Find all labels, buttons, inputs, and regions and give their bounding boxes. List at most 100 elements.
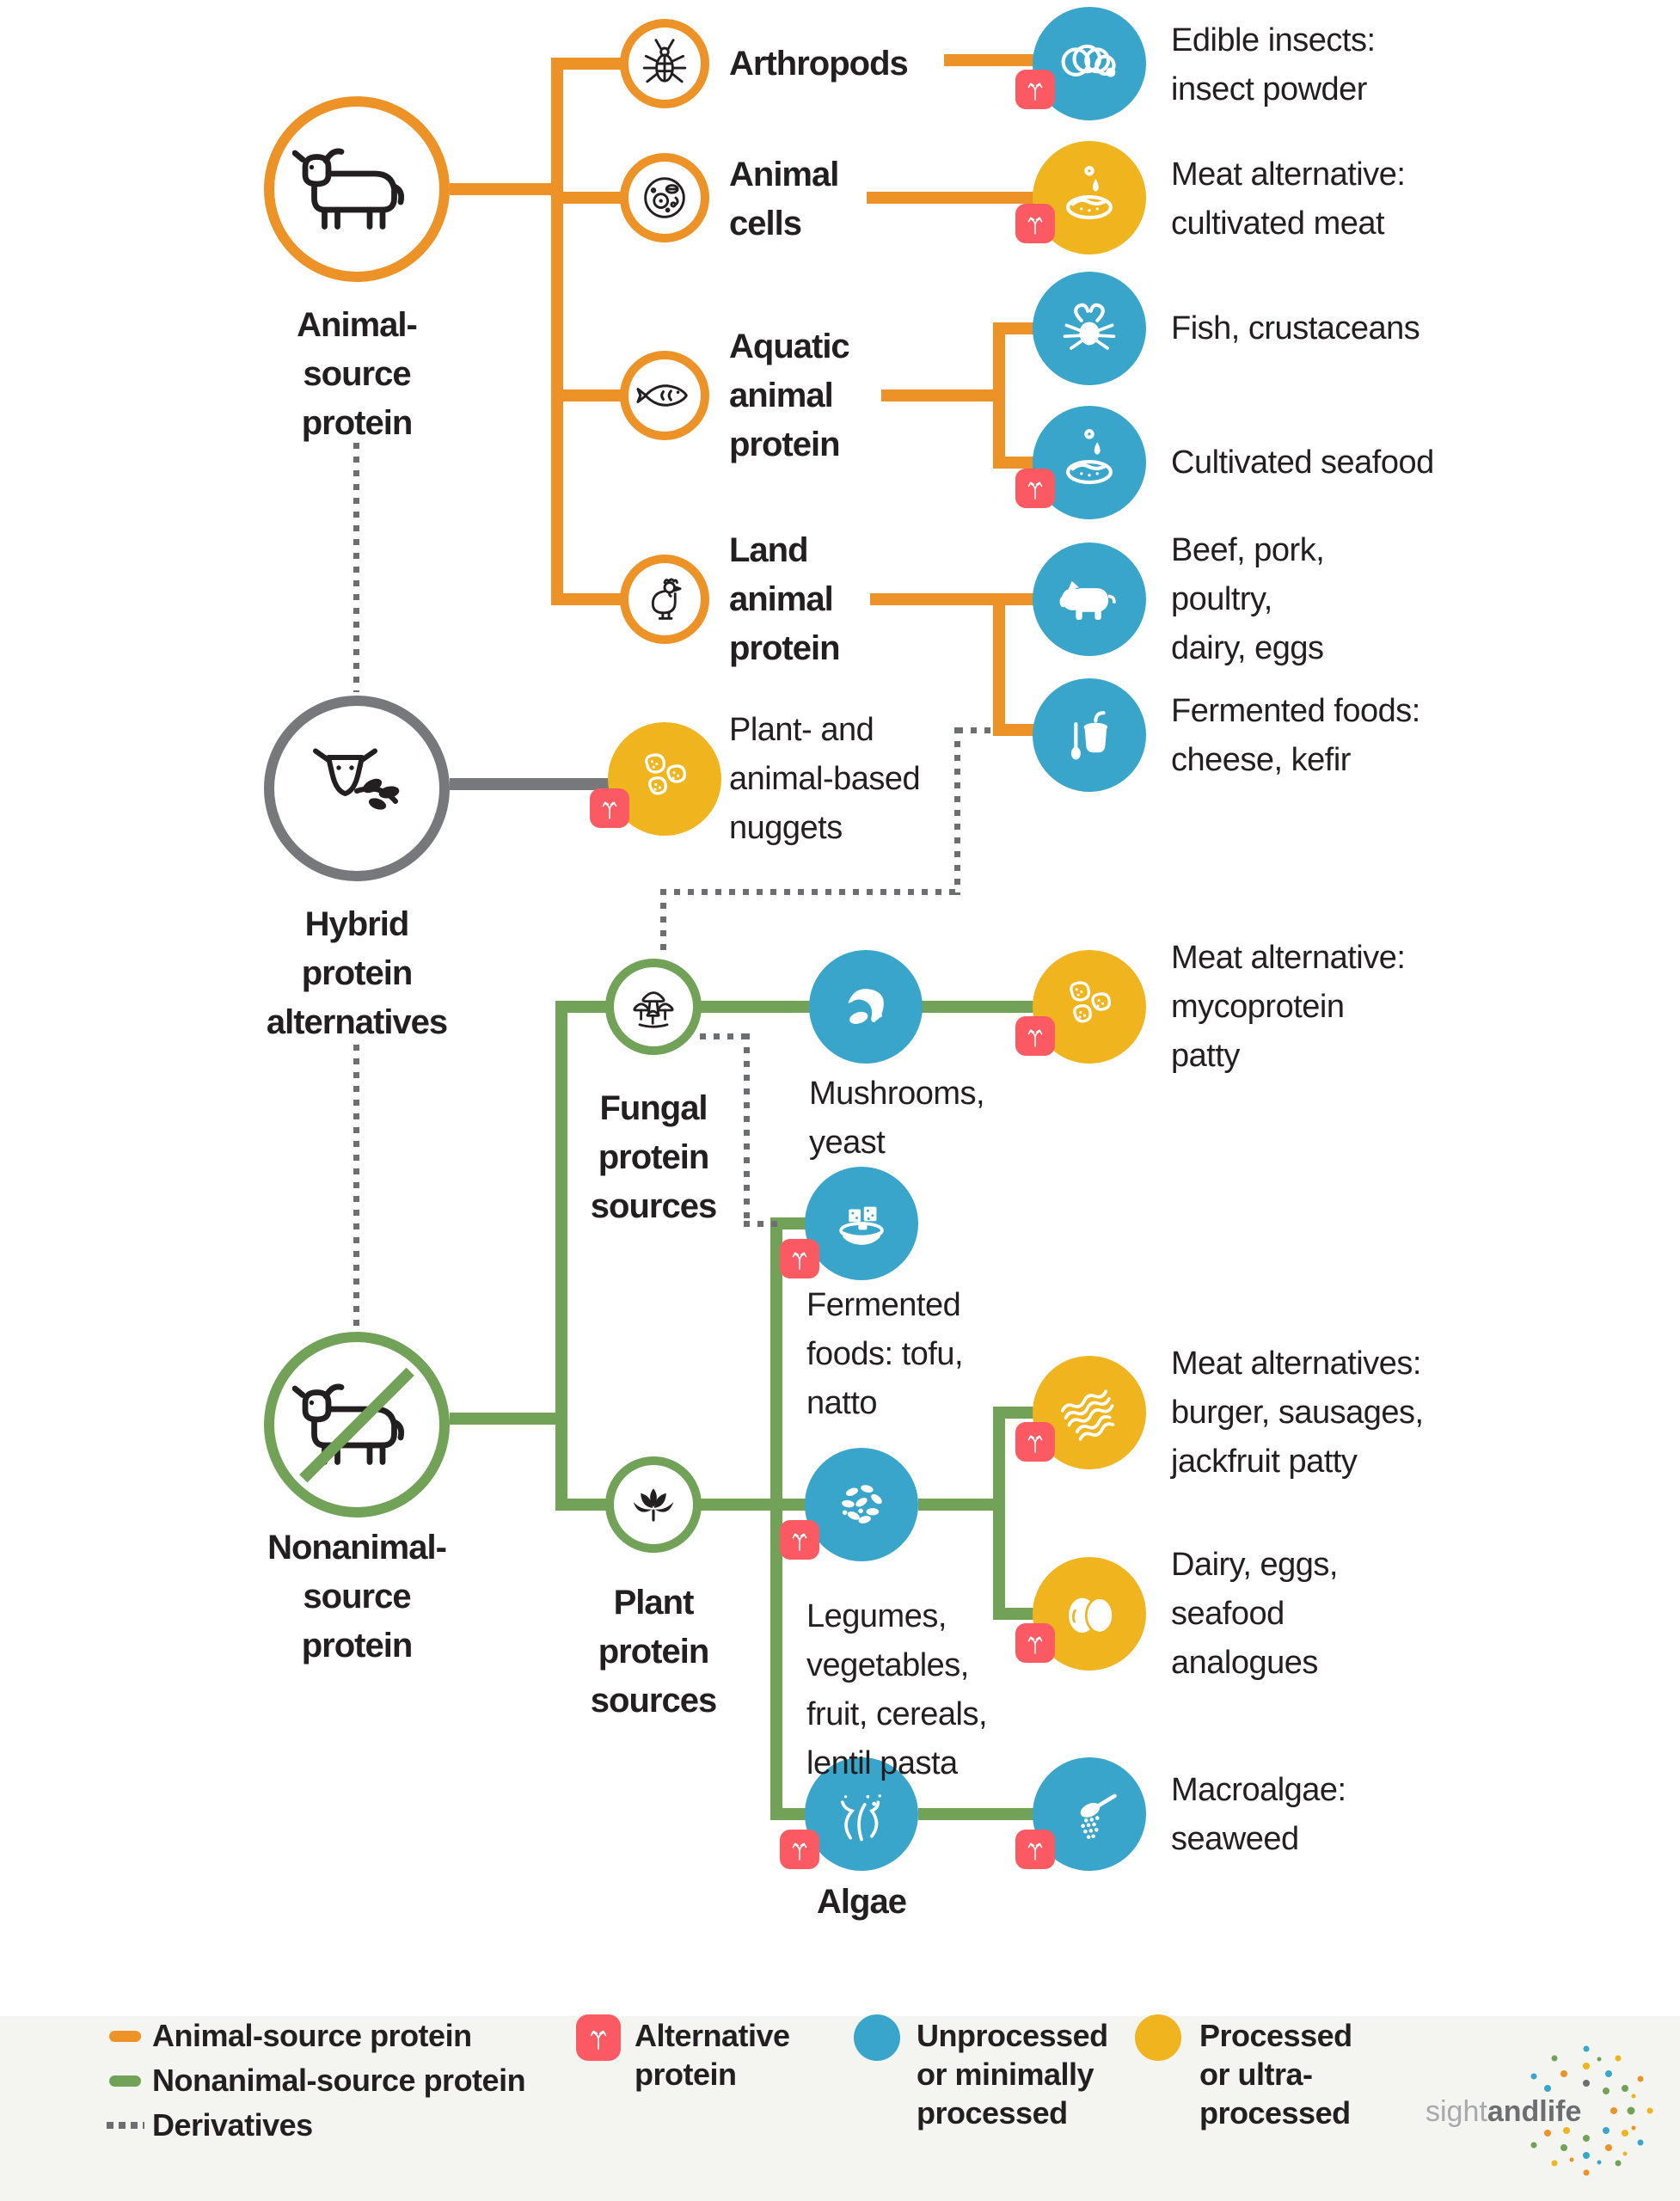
connector [867,192,1040,204]
fish-crustaceans-disc [1033,272,1146,385]
mushroom-cluster-icon [633,991,674,1028]
mushroom-yeast-icon [848,989,884,1024]
fungal-node [605,959,702,1055]
plant-node [605,1456,702,1553]
branching-arrows-icon [1027,1636,1043,1654]
tofu-sublabel: Fermented foods: tofu, natto [806,1287,964,1421]
connector [557,389,629,402]
arthropods-node [620,19,709,108]
connector [921,1001,1038,1013]
connector [993,1407,1005,1620]
legend-derivatives-chip [107,2122,144,2129]
petri-dish-icon [1066,165,1113,220]
logo-text-sight: sight [1426,2095,1487,2128]
nonanimal-source-label: Nonanimal- source protein [267,1529,447,1665]
connector [918,1499,1005,1511]
sightandlife-logo: sightandlife [1426,2045,1653,2176]
connector [999,1608,1040,1620]
branching-arrows-icon [1027,481,1043,500]
connector [999,457,1040,469]
pig-icon [1059,580,1116,620]
algae-label: Algae [817,1883,907,1921]
legend [0,2016,1680,2201]
legumes-sublabel: Legumes, vegetables, fruit, cereals, len… [806,1598,988,1781]
aquatic-node [620,351,709,440]
connector [557,192,629,204]
land-label: Land animal protein [729,531,841,667]
derivative-line [700,1033,748,1039]
logo-text-life: life [1539,2095,1581,2128]
branching-arrows-icon [1027,1435,1043,1453]
connector-trunk-green [555,1001,567,1511]
macroalgae-text: Macroalgae: seaweed [1171,1772,1346,1857]
connector [993,322,1005,469]
fungal-label: Fungal protein sources [590,1089,717,1225]
legend-processed-dot [1135,2014,1181,2061]
cow-leaf-icon [313,748,400,810]
eggs-icon [1069,1597,1114,1634]
connector [557,593,629,605]
alternative-protein-badge [1015,469,1055,508]
cultivated-seafood-text: Cultivated seafood [1171,444,1434,481]
land-node [620,555,709,644]
connector [918,1808,1040,1820]
branching-arrows-icon [1027,217,1043,235]
connector [993,593,1005,736]
larva-icon [1061,44,1116,77]
animal-cells-label: Animal cells [729,156,839,242]
fermented-dairy-text: Fermented foods: cheese, kefir [1171,693,1420,778]
animal-cell-icon [644,177,685,218]
nonanimal-source-node [264,1332,450,1517]
branching-arrows-icon [1027,83,1043,101]
meat-alternatives-text: Meat alternatives: burger, sausages, jac… [1171,1346,1424,1480]
seaweed-spoon-icon [1080,1793,1117,1839]
nugget-icon [1070,981,1111,1023]
seeds-icon [842,1485,882,1524]
cultivated-seafood-disc [1033,406,1146,519]
branching-arrows-icon [792,1252,807,1270]
alternative-protein-badge [1015,1422,1055,1462]
branching-arrows-icon [1027,1029,1043,1047]
logo-text-and: and [1487,2095,1539,2128]
connector-trunk-orange [551,58,563,605]
connector-hybrid [450,778,615,790]
legend-nonanimal-line-chip [109,2075,141,2087]
tofu-bowl-icon [839,1206,884,1245]
connector [555,1499,616,1511]
alternative-protein-badge [1015,1830,1055,1869]
connector [944,54,1040,66]
alternative-protein-badge [780,1239,819,1278]
derivative-line [353,1045,359,1328]
legumes-disc [805,1448,918,1561]
seaweed-icon [841,1794,881,1842]
mushrooms-sublabel: Mushrooms, yeast [809,1076,985,1161]
derivative-line [660,889,666,958]
legend-animal-line-chip [109,2031,141,2042]
nugget-icon [645,753,686,795]
legend-unprocessed-label: Unprocessed or minimally processed [917,2018,1108,2130]
mushrooms-yeast-disc [809,950,923,1064]
alternative-protein-badge [1015,204,1055,243]
connector [881,389,1005,402]
hybrid-node [264,696,450,881]
legend-processed-label: Processed or ultra- processed [1199,2018,1352,2130]
alternative-protein-badge [590,788,629,828]
branching-arrows-icon [1027,1842,1043,1861]
cultivated-meat-text: Meat alternative: cultivated meat [1171,156,1406,242]
legend-line-labels: Animal-source protein Nonanimal-source p… [152,2018,526,2143]
branching-arrows-icon [792,1533,807,1551]
branching-arrows-icon [792,1842,807,1861]
alternative-protein-badge [1015,1016,1055,1056]
lotus-icon [633,1488,674,1522]
connector [450,1413,567,1425]
svg-text:sightandlife: sightandlife [1426,2095,1581,2128]
derivative-line [744,1221,782,1227]
mycoprotein-text: Meat alternative: mycoprotein patty [1171,940,1406,1074]
fish-crustaceans-text: Fish, crustaceans [1171,310,1420,346]
petri-dish-icon [1066,429,1113,485]
cow-icon [292,148,405,230]
fish-icon [636,384,688,407]
connector [999,724,1040,736]
connector [555,1001,616,1013]
aquatic-label: Aquatic animal protein [729,328,850,463]
